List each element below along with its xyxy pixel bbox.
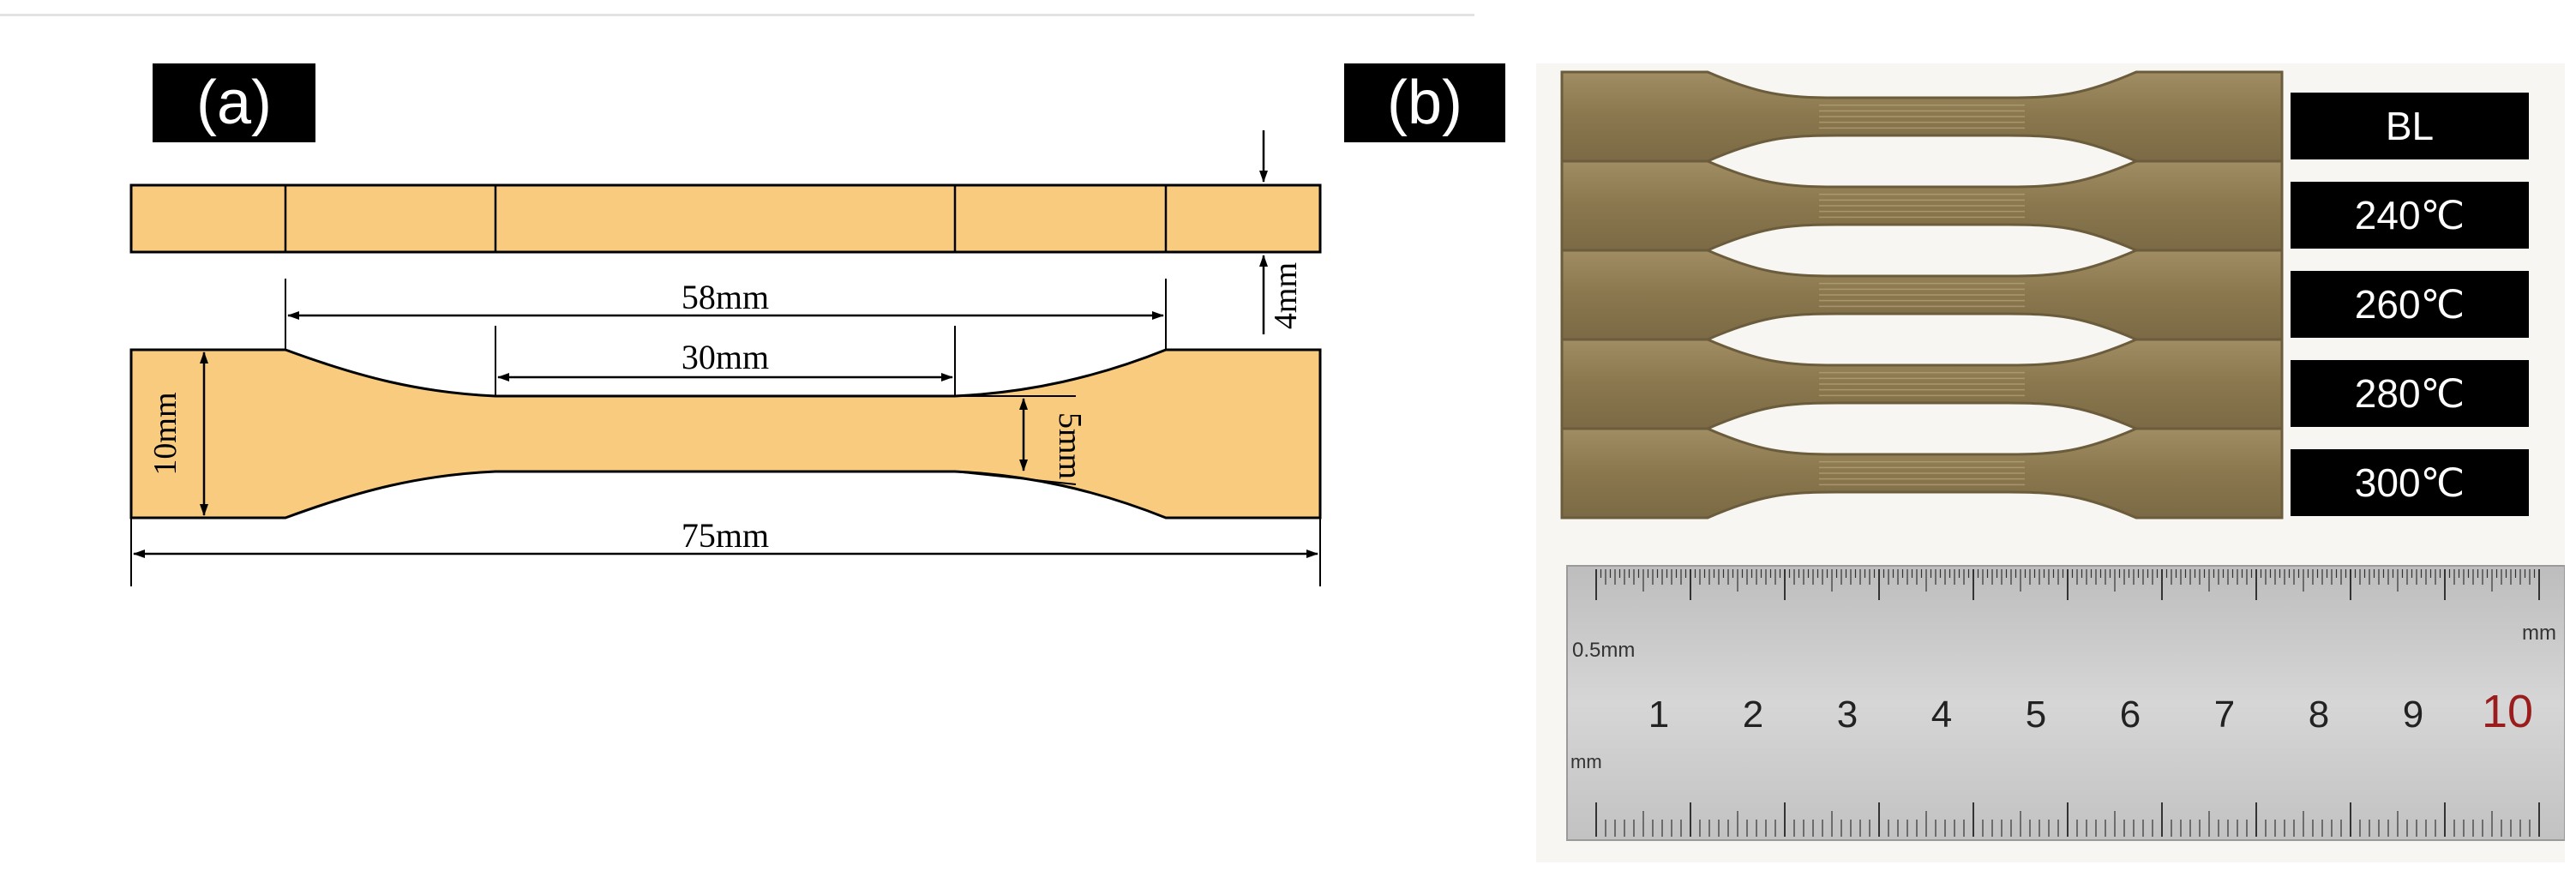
dim-58-label: 58mm: [682, 278, 769, 316]
ruler-number: 4: [1931, 694, 1952, 736]
printed-specimens: [1560, 70, 2284, 520]
side-view: [129, 183, 1322, 254]
ruler-number: 7: [2214, 694, 2235, 736]
ruler-number: 10: [2482, 686, 2533, 737]
specimen-label-260: 260℃: [2291, 271, 2529, 338]
dim-75-label: 75mm: [682, 516, 769, 555]
ruler-unit-top: mm: [2522, 622, 2556, 645]
specimen-photo: mm 0.5mm mm 1 2 3 4 5 6 7 8 9 10 BL 240℃ 260℃ 280…: [1536, 63, 2565, 862]
ruler-number: 5: [2026, 694, 2046, 736]
ruler-number: 8: [2309, 694, 2329, 736]
photo-drawing: mm 0.5mm mm 1 2 3 4 5 6 7 8 9 10: [1560, 70, 2565, 841]
specimen-label-280: 280℃: [2291, 360, 2529, 427]
ruler-number: 2: [1743, 694, 1763, 736]
panel-a-tag: (a): [153, 63, 315, 142]
specimen-label-240: 240℃: [2291, 182, 2529, 249]
ruler-number: 9: [2403, 694, 2423, 736]
ruler-number: 6: [2120, 694, 2141, 736]
dim-5-label: 5mm: [1052, 412, 1088, 479]
dim-30-label: 30mm: [682, 338, 769, 376]
thickness-label: 4mm: [1268, 262, 1304, 329]
ruler-number: 1: [1648, 694, 1669, 736]
specimen-label-300: 300℃: [2291, 449, 2529, 516]
specimen-drawing: 4mm 58mm 30mm 10mm 5mm 75mm: [129, 130, 1322, 586]
specimen-label-bl: BL: [2291, 93, 2529, 159]
ruler-number: 3: [1837, 694, 1858, 736]
dim-10-label: 10mm: [147, 392, 183, 475]
ruler-resolution-label: 0.5mm: [1572, 639, 1635, 662]
ruler-unit-bottom: mm: [1570, 751, 1602, 772]
steel-ruler: mm 0.5mm mm 1 2 3 4 5 6 7 8 9 10: [1566, 565, 2565, 841]
top-divider: [0, 14, 1474, 16]
panel-b-tag: (b): [1344, 63, 1505, 142]
